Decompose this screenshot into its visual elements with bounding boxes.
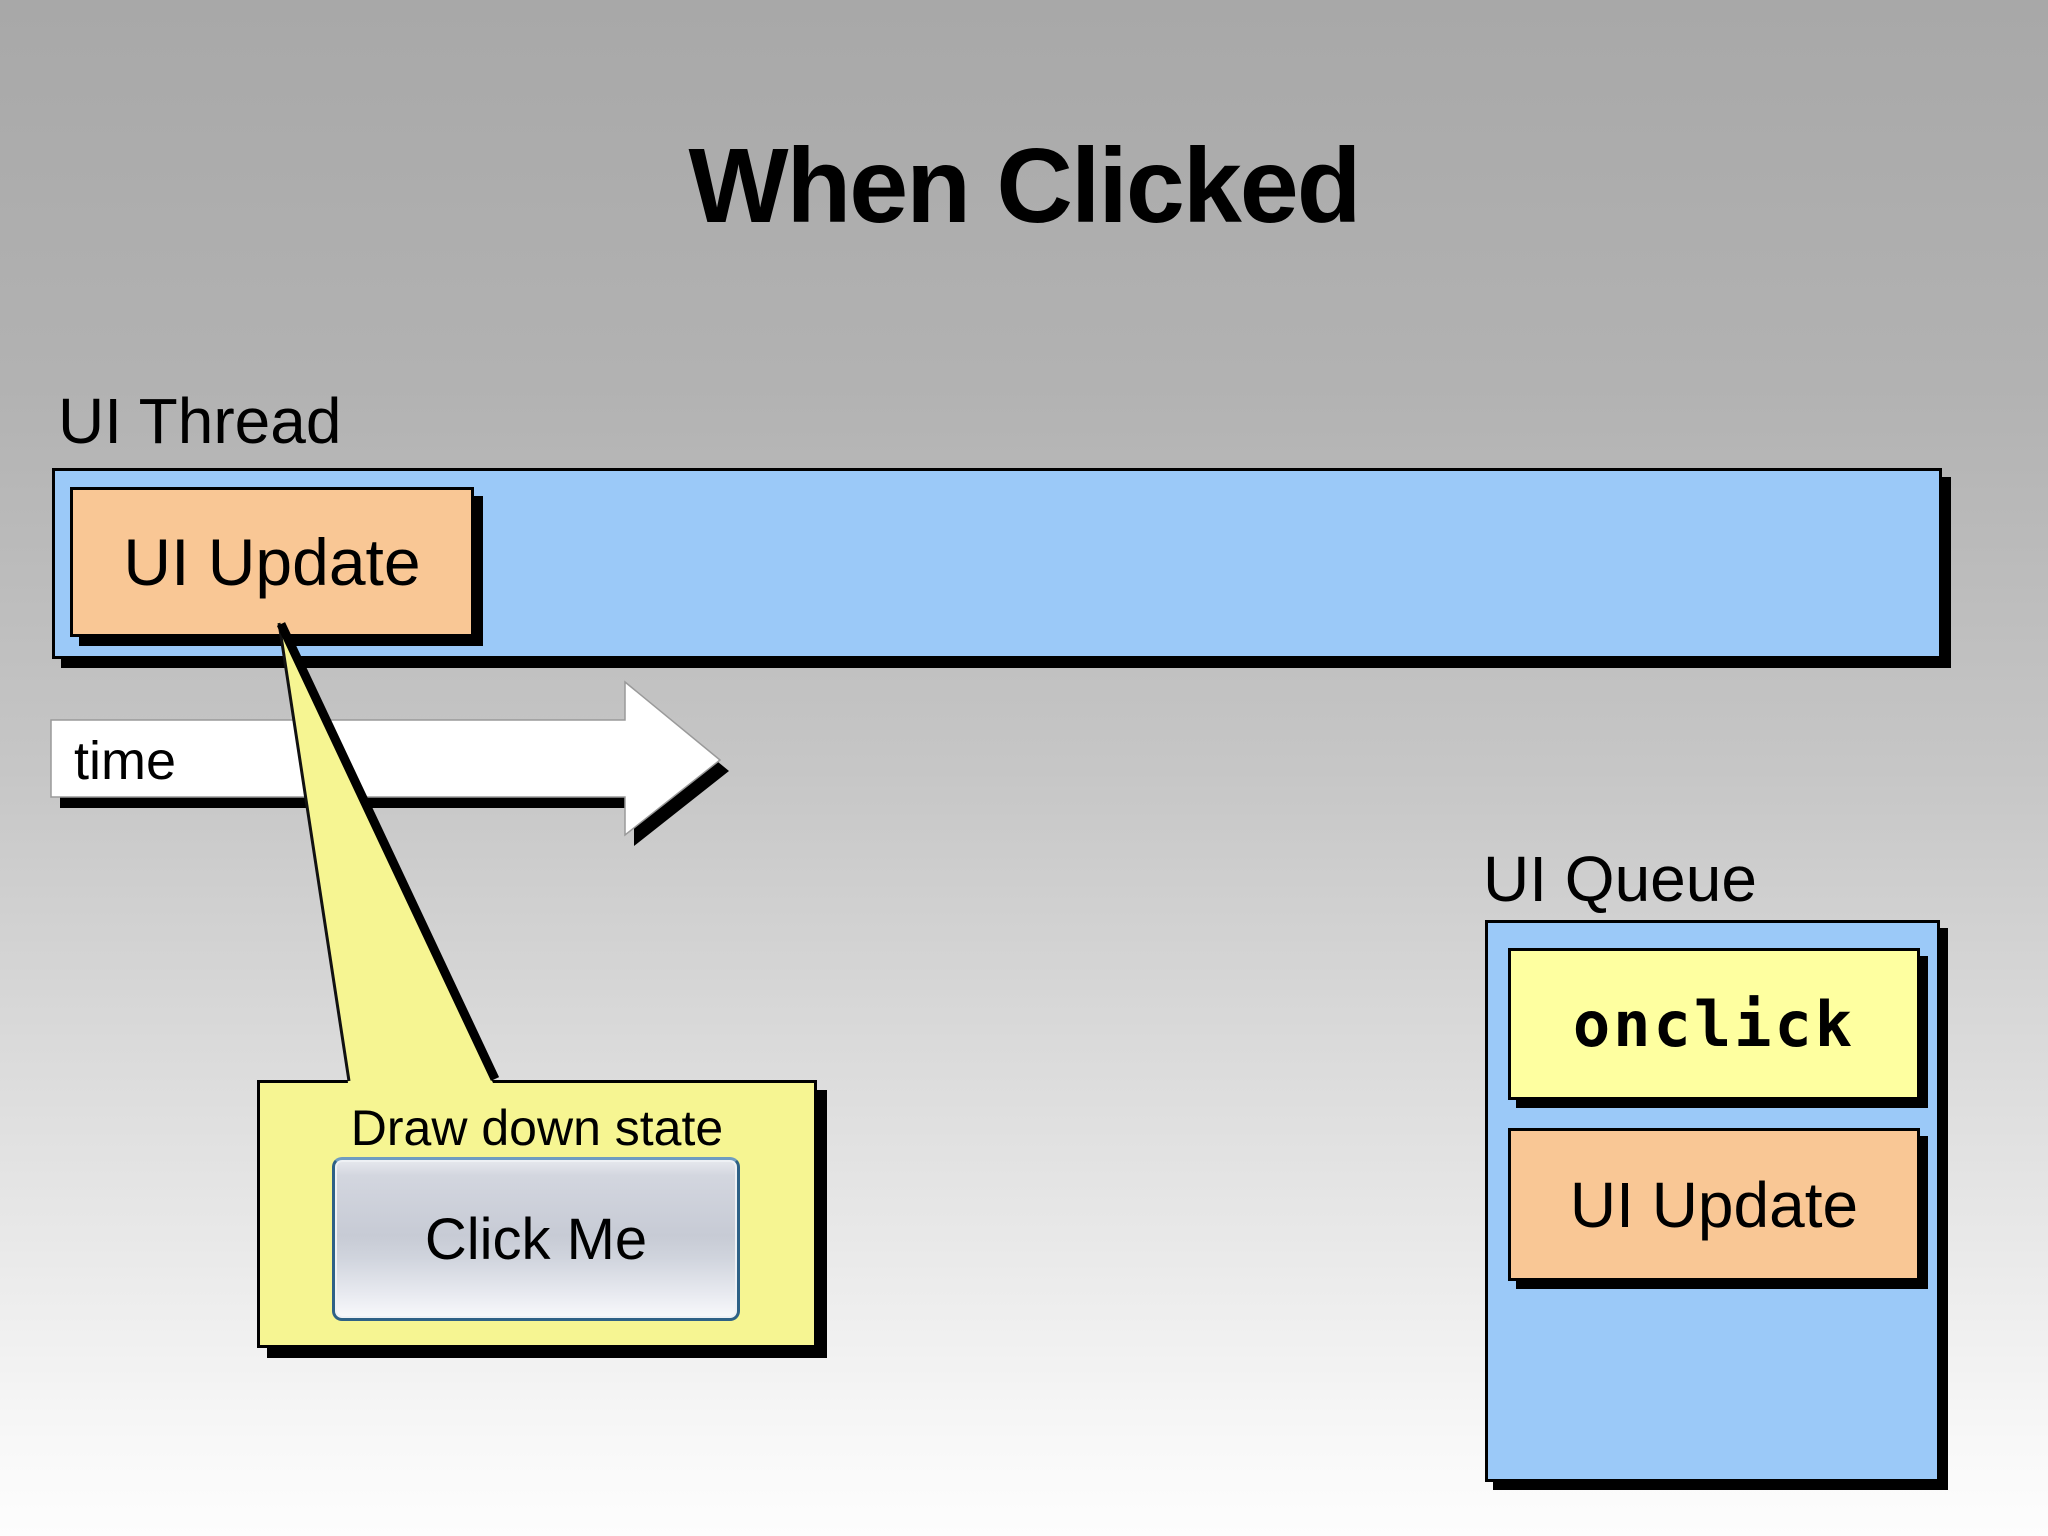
ui-thread-bar: UI Update — [52, 468, 1942, 659]
callout-box: Draw down state Click Me — [257, 1080, 817, 1348]
queue-item-ui-update-label: UI Update — [1569, 1168, 1859, 1241]
queue-item-onclick: onclick — [1508, 948, 1920, 1100]
ui-queue-label: UI Queue — [1483, 843, 1757, 915]
time-arrow-label: time — [74, 731, 177, 791]
slide-title: When Clicked — [688, 127, 1361, 245]
ui-queue-container: onclick UI Update — [1485, 920, 1940, 1482]
queue-item-ui-update: UI Update — [1508, 1128, 1920, 1281]
callout-caption: Draw down state — [350, 1100, 724, 1156]
queue-item-onclick-label: onclick — [1572, 987, 1856, 1061]
click-me-button[interactable]: Click Me — [332, 1157, 740, 1321]
ui-thread-label: UI Thread — [58, 385, 342, 457]
ui-thread-task-label: UI Update — [123, 525, 421, 599]
click-me-button-label: Click Me — [424, 1206, 648, 1272]
ui-thread-task-ui-update: UI Update — [70, 487, 474, 637]
